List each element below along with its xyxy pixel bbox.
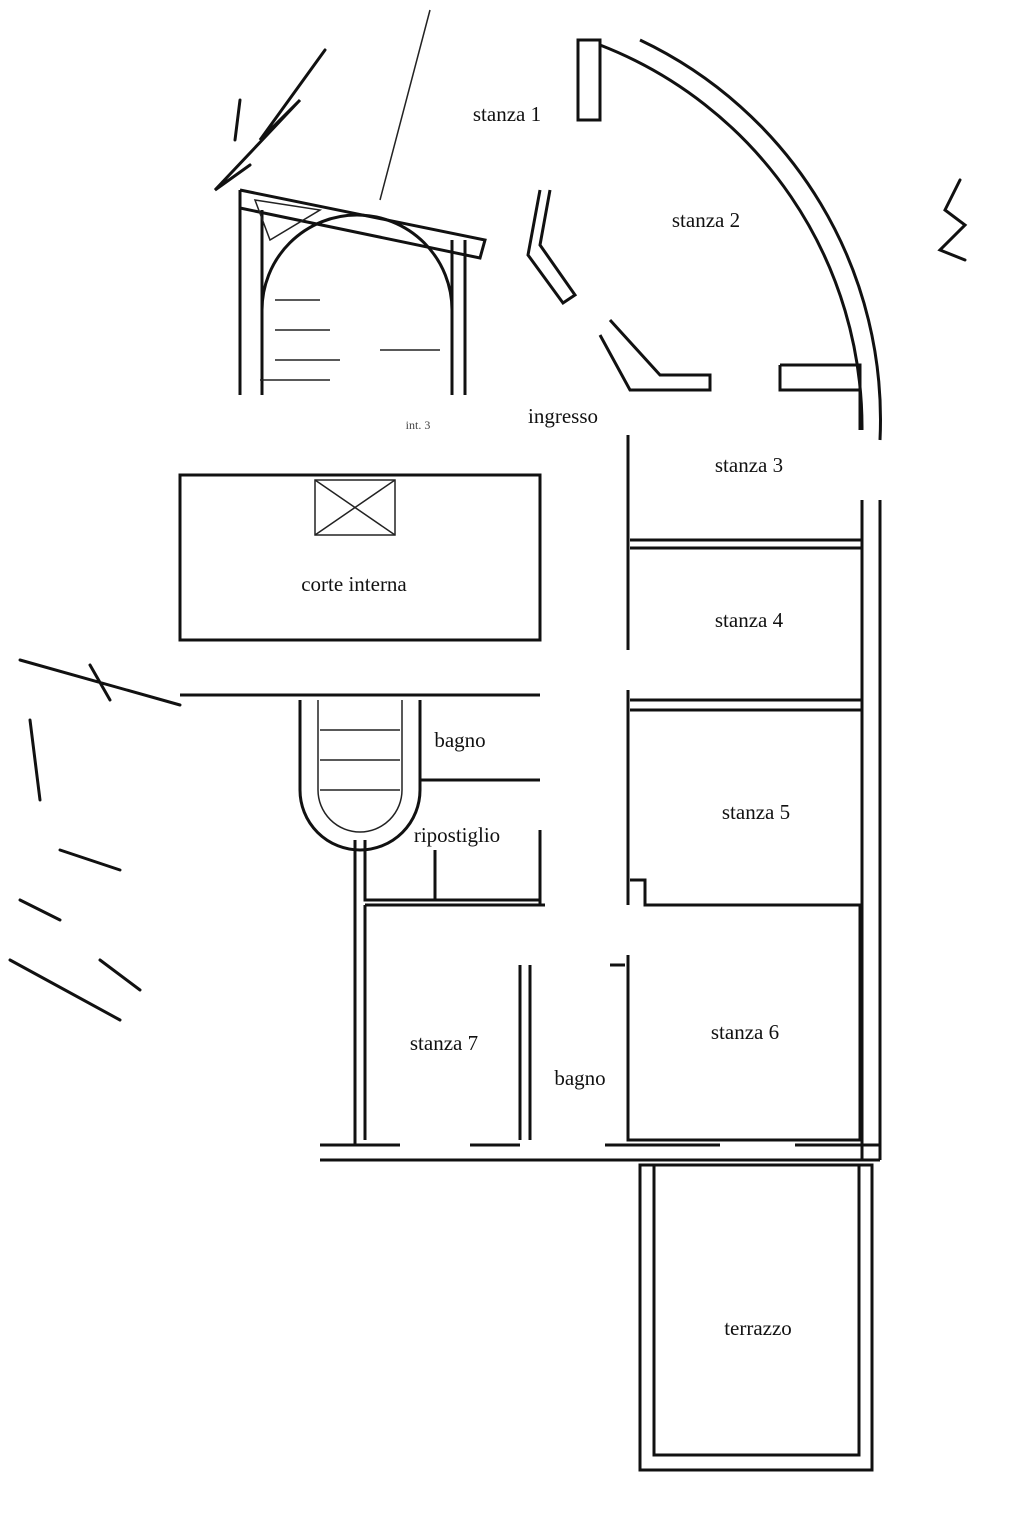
label-bagno: bagno xyxy=(434,728,485,752)
curved-inner-wall xyxy=(599,43,864,431)
label-stanza-2: stanza 2 xyxy=(672,208,740,232)
stanza-7-walls xyxy=(353,840,545,1145)
walls xyxy=(178,9,882,1472)
label-bagno-2: bagno xyxy=(554,1066,605,1090)
bagno-walls xyxy=(518,963,625,1140)
stanza-6-walls xyxy=(626,905,862,1142)
label-ripostiglio: ripostiglio xyxy=(414,823,500,847)
label-int-3: int. 3 xyxy=(406,418,431,432)
skylight-cross xyxy=(314,479,396,536)
wall-line xyxy=(379,9,431,201)
stair-triangle xyxy=(253,199,323,242)
signatures xyxy=(8,48,968,1022)
label-stanza-3: stanza 3 xyxy=(715,453,783,477)
corte-interna-walls xyxy=(178,473,542,642)
terrazzo-inner xyxy=(652,1163,861,1457)
label-terrazzo: terrazzo xyxy=(724,1316,792,1340)
curved-outer-wall xyxy=(639,38,882,441)
stair-steps xyxy=(317,700,403,833)
wall-stanza-4-5 xyxy=(630,698,862,712)
stair-u xyxy=(298,700,422,852)
initials-mark xyxy=(937,178,968,262)
skylight xyxy=(314,479,396,536)
room-labels: stanza 1 stanza 2 ingresso int. 3 stanza… xyxy=(301,102,792,1340)
stairwell-walls xyxy=(238,190,467,395)
label-stanza-1: stanza 1 xyxy=(473,102,541,126)
label-stanza-5: stanza 5 xyxy=(722,800,790,824)
stair-steps xyxy=(260,299,440,381)
label-stanza-4: stanza 4 xyxy=(715,608,784,632)
label-stanza-6: stanza 6 xyxy=(711,1020,779,1044)
stair-arch xyxy=(260,213,454,395)
label-corte-interna: corte interna xyxy=(301,572,407,596)
partition xyxy=(778,363,862,430)
handwritten-signature xyxy=(8,658,182,1022)
signature-mark xyxy=(213,48,327,192)
wall-pier xyxy=(576,38,602,122)
wall-stanza-5-6 xyxy=(630,878,862,907)
partition xyxy=(526,189,578,306)
right-exterior-wall xyxy=(860,500,882,1160)
bottom-wall xyxy=(320,1143,880,1162)
bagno-ripostiglio-walls xyxy=(363,778,542,905)
label-ingresso: ingresso xyxy=(528,404,598,428)
partition xyxy=(598,318,712,392)
wall-stanza-3-4 xyxy=(630,538,862,550)
label-stanza-7: stanza 7 xyxy=(410,1031,478,1055)
diagonal-wall xyxy=(239,188,487,260)
